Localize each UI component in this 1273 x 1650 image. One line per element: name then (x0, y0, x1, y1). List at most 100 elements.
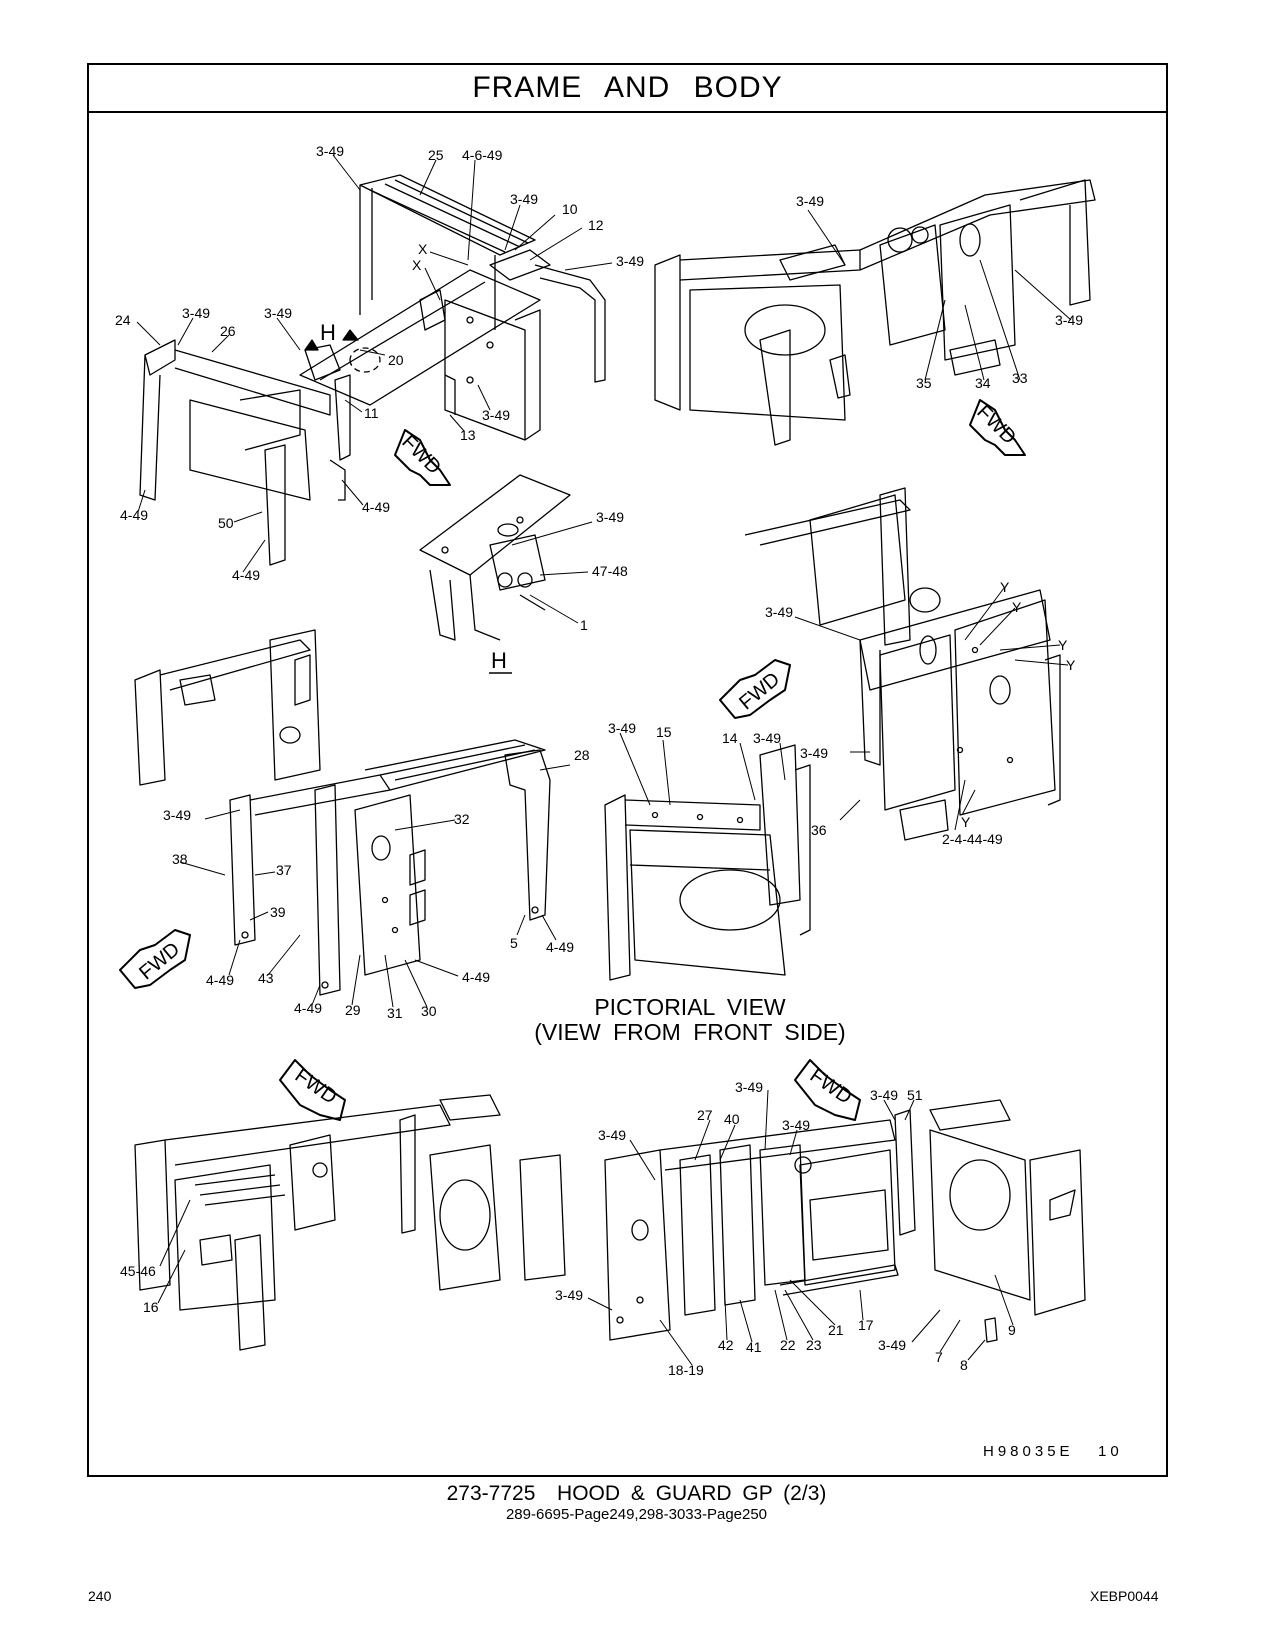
page-references: 289-6695-Page249,298-3033-Page250 (505, 1506, 768, 1523)
footer-title-block: 273-7725 HOOD & GUARD GP (2/3) 289-6695-… (0, 1482, 1273, 1523)
callout: 39 (270, 904, 286, 920)
callout: 29 (345, 1002, 361, 1018)
callout: 11 (364, 405, 379, 421)
group-title: 273-7725 HOOD & GUARD GP (2/3) (446, 1482, 827, 1505)
callout: 51 (907, 1087, 923, 1103)
callout: X (412, 257, 422, 273)
callout: 3-49 (482, 407, 510, 423)
callout: 14 (722, 730, 738, 746)
callout: 3-49 (316, 143, 344, 159)
callout: 3-49 (796, 193, 824, 209)
callout: 3-49 (782, 1117, 810, 1133)
callout: 31 (387, 1005, 403, 1021)
callout: 8 (960, 1357, 968, 1373)
callout: 3-49 (608, 720, 636, 736)
callout: 3-49 (163, 807, 191, 823)
callout: 47-48 (592, 563, 628, 579)
callout: 38 (172, 851, 188, 867)
callout: 7 (935, 1349, 943, 1365)
view-caption-line1: PICTORIAL VIEW (594, 994, 786, 1020)
callout: 24 (115, 312, 131, 328)
callout: 3-49 (264, 305, 292, 321)
callout: 3-49 (1055, 312, 1083, 328)
callout: 26 (220, 323, 236, 339)
callout: H (320, 320, 336, 345)
callout: 4-6-49 (462, 147, 503, 163)
callout-labels: 3-49 25 4-6-49 3-49 10 12 3-49 X X 24 3-… (115, 143, 1083, 1378)
callout: 40 (724, 1111, 740, 1127)
fwd-label: FWD (397, 431, 445, 479)
assembly-view-middle-left (134, 629, 551, 996)
callout: 9 (1008, 1322, 1016, 1338)
fwd-arrows (119, 399, 1026, 1121)
callout: 17 (858, 1317, 874, 1333)
assembly-view-bottom-left (134, 1094, 566, 1351)
callout: 27 (697, 1107, 713, 1123)
callout: 4-49 (120, 507, 148, 523)
callout: 22 (780, 1337, 796, 1353)
callout: 5 (510, 935, 518, 951)
detail-label: H (491, 648, 507, 673)
callout: 2-4-44-49 (942, 831, 1003, 847)
callout: 32 (454, 811, 470, 827)
drawing-id: H98035E 10 (983, 1443, 1123, 1460)
callout: 3-49 (510, 191, 538, 207)
callout: 35 (916, 375, 932, 391)
callout: 3-49 (870, 1087, 898, 1103)
callout: Y (1000, 579, 1010, 595)
detail-view-h (419, 474, 571, 641)
callout: 36 (811, 822, 827, 838)
callout: 3-49 (596, 509, 624, 525)
callout: Y (1066, 657, 1076, 673)
callout: 25 (428, 147, 444, 163)
page-number: 240 (88, 1588, 112, 1604)
callout: 37 (276, 862, 292, 878)
callout: Y (1012, 599, 1022, 615)
callout: 3-49 (616, 253, 644, 269)
callout: 3-49 (878, 1337, 906, 1353)
diagram-frame: FRAME AND BODY (87, 63, 1168, 1477)
callout: Y (1058, 637, 1068, 653)
callout: 3-49 (555, 1287, 583, 1303)
callout: 4-49 (462, 969, 490, 985)
assembly-view-top-left (139, 174, 606, 566)
page-title: FRAME AND BODY (89, 65, 1166, 113)
callout: 42 (718, 1337, 734, 1353)
callout: 3-49 (800, 745, 828, 761)
callout: 20 (388, 352, 404, 368)
view-caption: PICTORIAL VIEW (VIEW FROM FRONT SIDE) (520, 995, 860, 1045)
callout: 3-49 (735, 1079, 763, 1095)
callout: 4-49 (206, 972, 234, 988)
callout: 3-49 (182, 305, 210, 321)
fwd-label: FWD (972, 401, 1020, 449)
assembly-view-middle-center (604, 744, 811, 981)
callout: 16 (143, 1299, 159, 1315)
callout: 4-49 (362, 499, 390, 515)
callout: 10 (562, 201, 578, 217)
callout: 30 (421, 1003, 437, 1019)
callout: 18-19 (668, 1362, 704, 1378)
callout: 50 (218, 515, 234, 531)
assembly-view-bottom-right (604, 1099, 1086, 1343)
callout: 41 (746, 1339, 762, 1355)
callout: 13 (460, 427, 476, 443)
callout: 15 (656, 724, 672, 740)
callout: 3-49 (753, 730, 781, 746)
callout: X (418, 241, 428, 257)
callout: 3-49 (598, 1127, 626, 1143)
callout: 12 (588, 217, 604, 233)
callout: 3-49 (765, 604, 793, 620)
view-caption-line2: (VIEW FROM FRONT SIDE) (534, 1019, 846, 1045)
callout: 45-46 (120, 1263, 156, 1279)
callout: 4-49 (232, 567, 260, 583)
document-code: XEBP0044 (1090, 1588, 1159, 1604)
callout-leader-lines (136, 154, 1072, 1366)
assembly-view-top-right (654, 179, 1096, 446)
callout: 43 (258, 970, 274, 986)
callout: Y (961, 814, 971, 830)
callout: 33 (1012, 370, 1028, 386)
callout: 4-49 (546, 939, 574, 955)
assembly-view-middle-right (744, 487, 1061, 841)
callout: 21 (828, 1322, 844, 1338)
